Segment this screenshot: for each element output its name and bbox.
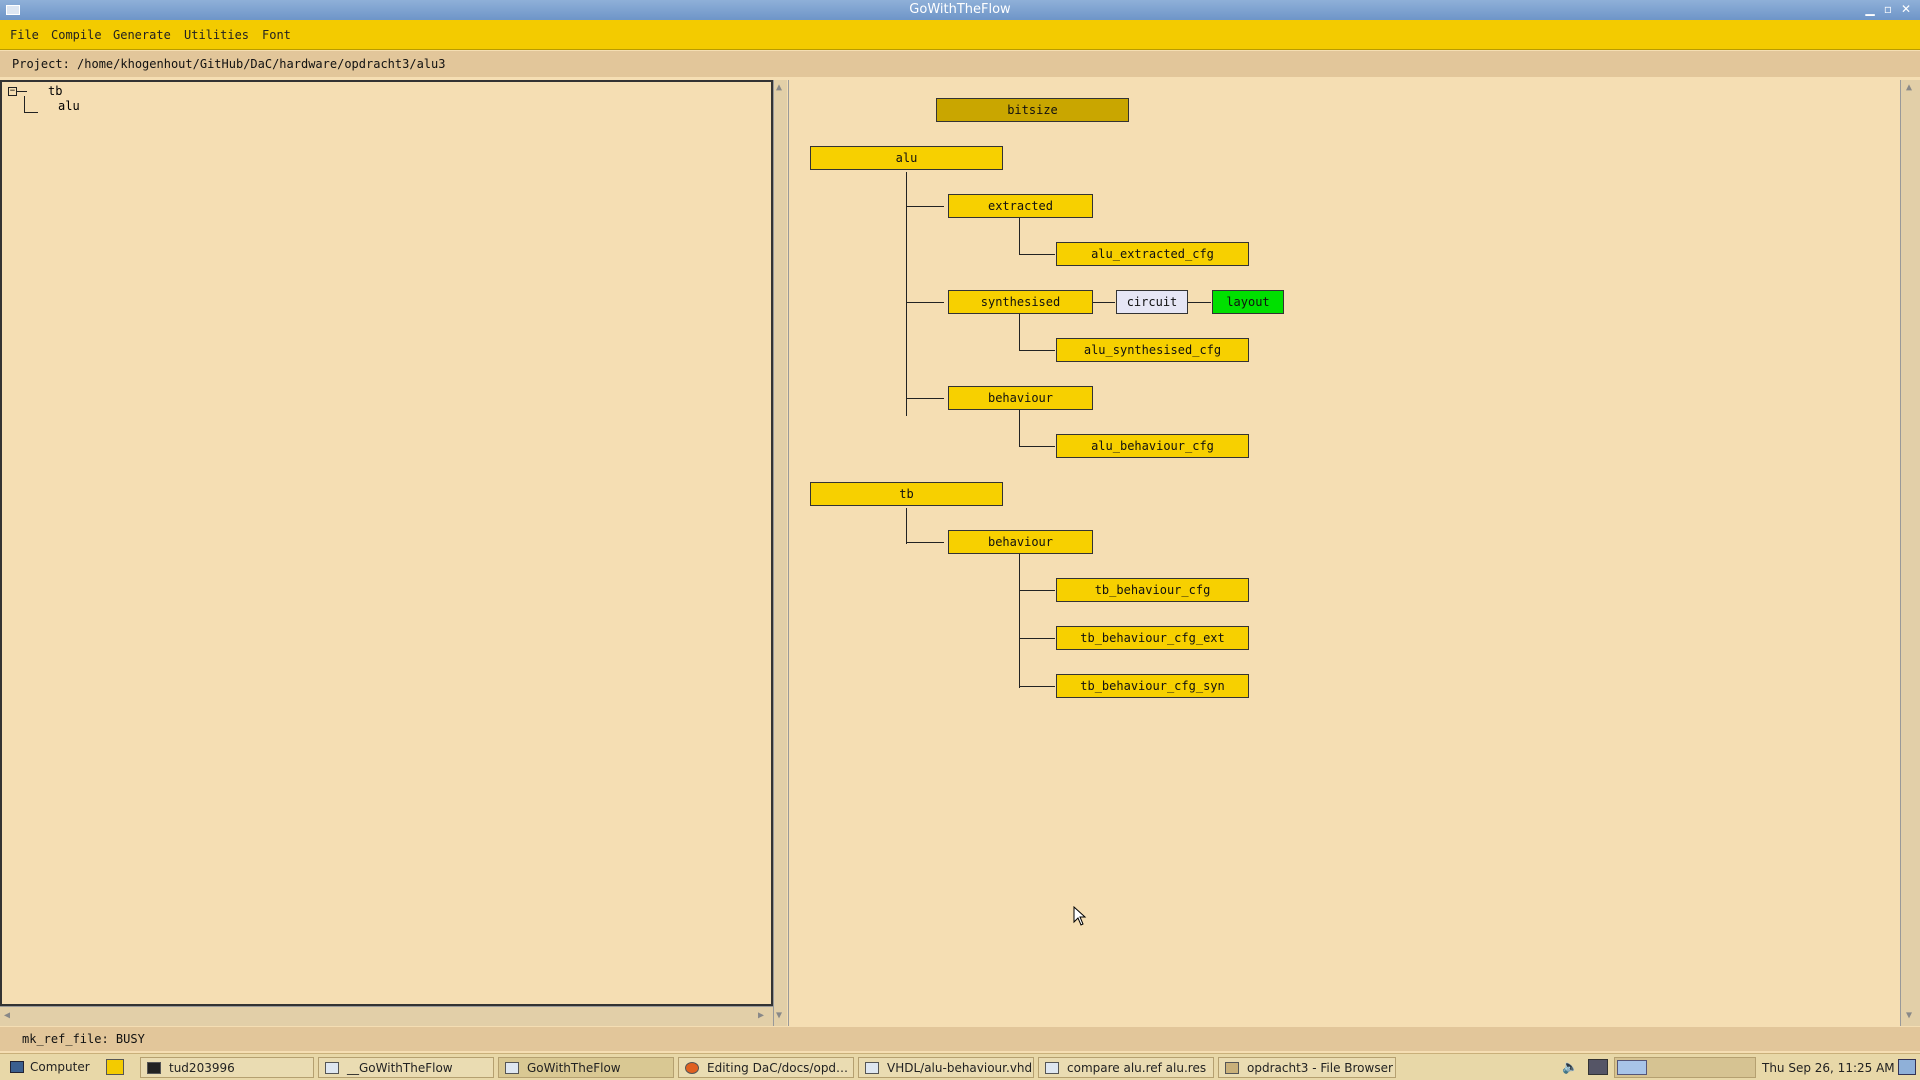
- node-layout[interactable]: layout: [1212, 290, 1284, 314]
- node-tb-behaviour-cfg-syn[interactable]: tb_behaviour_cfg_syn: [1056, 674, 1249, 698]
- window-icon: [325, 1062, 339, 1074]
- node-extracted[interactable]: extracted: [948, 194, 1093, 218]
- node-tb[interactable]: tb: [810, 482, 1003, 506]
- scroll-down-icon[interactable]: ▼: [1906, 1010, 1913, 1021]
- tree-line: [24, 96, 25, 112]
- connector-line: [1019, 410, 1020, 446]
- connector-line: [1019, 554, 1020, 688]
- connector-line: [906, 206, 944, 207]
- flow-canvas: bitsize alu extracted alu_extracted_cfg …: [788, 80, 1900, 1026]
- firefox-icon: [685, 1062, 699, 1074]
- node-circuit[interactable]: circuit: [1116, 290, 1188, 314]
- maximize-icon[interactable]: ▫: [1883, 2, 1893, 16]
- taskbar-gowiththeflow[interactable]: GoWithTheFlow: [498, 1057, 674, 1078]
- connector-line: [1019, 638, 1055, 639]
- tree-line: [24, 112, 38, 113]
- connector-line: [1019, 218, 1020, 254]
- connector-line: [906, 542, 944, 543]
- node-tb-behaviour[interactable]: behaviour: [948, 530, 1093, 554]
- menu-utilities[interactable]: Utilities: [184, 28, 250, 42]
- taskbar-vhdl-editor[interactable]: VHDL/alu-behaviour.vhd: [858, 1057, 1034, 1078]
- tree-item-tb[interactable]: tb: [48, 84, 63, 98]
- menu-generate[interactable]: Generate: [113, 28, 171, 42]
- taskbar-label: compare alu.ref alu.res: [1067, 1061, 1207, 1075]
- connector-line: [1091, 302, 1115, 303]
- folder-icon: [1225, 1062, 1239, 1074]
- mouse-cursor-icon: [1073, 906, 1087, 926]
- window-icon: [1045, 1062, 1059, 1074]
- window-title: GoWithTheFlow: [909, 2, 1011, 17]
- scroll-down-icon[interactable]: ▼: [776, 1010, 783, 1021]
- connector-line: [1019, 446, 1055, 447]
- show-desktop-icon[interactable]: [1898, 1059, 1916, 1075]
- connector-line: [1019, 350, 1055, 351]
- connector-line: [1187, 302, 1211, 303]
- workspace-switcher[interactable]: [1614, 1057, 1756, 1078]
- node-bitsize[interactable]: bitsize: [936, 98, 1129, 122]
- clock[interactable]: Thu Sep 26, 11:25 AM: [1762, 1061, 1895, 1075]
- scroll-up-icon[interactable]: ▲: [776, 82, 783, 93]
- taskbar: Computer tud203996 __GoWithTheFlow GoWit…: [0, 1053, 1920, 1080]
- connector-line: [1019, 686, 1055, 687]
- window-icon: [865, 1062, 879, 1074]
- tree-line: [17, 91, 27, 92]
- connector-line: [1019, 254, 1055, 255]
- connector-line: [1019, 314, 1020, 350]
- right-vertical-scrollbar[interactable]: ▲ ▼: [1900, 80, 1920, 1026]
- hierarchy-pane: − tb alu: [0, 80, 773, 1006]
- tree-collapse-icon[interactable]: −: [8, 86, 17, 96]
- notes-icon[interactable]: [106, 1059, 124, 1075]
- node-alu-extracted-cfg[interactable]: alu_extracted_cfg: [1056, 242, 1249, 266]
- window-icon: [505, 1062, 519, 1074]
- title-bar: GoWithTheFlow ▁ ▫ ✕: [0, 0, 1920, 20]
- scroll-left-icon[interactable]: ◀: [4, 1010, 11, 1021]
- menu-compile[interactable]: Compile: [51, 28, 102, 42]
- left-vertical-scrollbar[interactable]: ▲ ▼: [773, 80, 787, 1026]
- taskbar-file-browser[interactable]: opdracht3 - File Browser: [1218, 1057, 1396, 1078]
- terminal-icon: [147, 1062, 161, 1074]
- tree-item-alu[interactable]: alu: [58, 99, 80, 113]
- volume-icon[interactable]: 🔈: [1562, 1060, 1579, 1075]
- node-alu-behaviour-cfg[interactable]: alu_behaviour_cfg: [1056, 434, 1249, 458]
- taskbar-compare[interactable]: compare alu.ref alu.res: [1038, 1057, 1214, 1078]
- menu-bar: File Compile Generate Utilities Font: [0, 20, 1920, 50]
- node-alu-behaviour[interactable]: behaviour: [948, 386, 1093, 410]
- workspace-1[interactable]: [1617, 1060, 1647, 1075]
- taskbar-label: GoWithTheFlow: [527, 1061, 621, 1075]
- node-tb-behaviour-cfg[interactable]: tb_behaviour_cfg: [1056, 578, 1249, 602]
- window-menu-icon[interactable]: [6, 5, 20, 15]
- connector-line: [906, 172, 907, 416]
- computer-icon: [10, 1061, 24, 1073]
- close-icon[interactable]: ✕: [1900, 2, 1912, 16]
- network-icon[interactable]: [1588, 1059, 1608, 1075]
- taskbar-firefox[interactable]: Editing DaC/docs/opd…: [678, 1057, 854, 1078]
- computer-menu-button[interactable]: Computer: [0, 1057, 90, 1078]
- taskbar-terminal[interactable]: tud203996: [140, 1057, 314, 1078]
- taskbar-label: opdracht3 - File Browser: [1247, 1061, 1393, 1075]
- taskbar-label: tud203996: [169, 1061, 235, 1075]
- taskbar-label: Editing DaC/docs/opd…: [707, 1061, 849, 1075]
- minimize-icon[interactable]: ▁: [1865, 2, 1875, 16]
- taskbar-label: __GoWithTheFlow: [347, 1061, 453, 1075]
- node-synthesised[interactable]: synthesised: [948, 290, 1093, 314]
- node-alu[interactable]: alu: [810, 146, 1003, 170]
- status-text: mk_ref_file: BUSY: [0, 1027, 1920, 1051]
- scroll-right-icon[interactable]: ▶: [758, 1010, 765, 1021]
- node-alu-synthesised-cfg[interactable]: alu_synthesised_cfg: [1056, 338, 1249, 362]
- connector-line: [906, 302, 944, 303]
- menu-font[interactable]: Font: [262, 28, 291, 42]
- scroll-up-icon[interactable]: ▲: [1906, 82, 1913, 93]
- left-horizontal-scrollbar[interactable]: ◀ ▶: [0, 1006, 773, 1026]
- menu-file[interactable]: File: [10, 28, 39, 42]
- taskbar-label: VHDL/alu-behaviour.vhd: [887, 1061, 1033, 1075]
- node-tb-behaviour-cfg-ext[interactable]: tb_behaviour_cfg_ext: [1056, 626, 1249, 650]
- taskbar-gowiththeflow-hidden[interactable]: __GoWithTheFlow: [318, 1057, 494, 1078]
- computer-label: Computer: [30, 1060, 90, 1074]
- connector-line: [906, 398, 944, 399]
- connector-line: [1019, 590, 1055, 591]
- project-path: Project: /home/khogenhout/GitHub/DaC/har…: [0, 51, 1920, 77]
- connector-line: [906, 508, 907, 544]
